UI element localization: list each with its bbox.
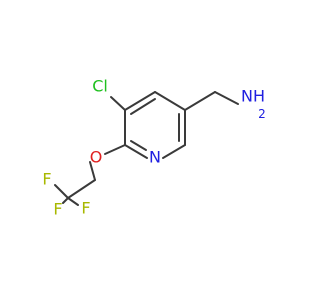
bond-c4-c5	[124, 91, 156, 111]
fluorine-label: F	[81, 199, 90, 218]
bond-ch2-n	[214, 91, 239, 105]
bond-c6-o	[104, 144, 126, 155]
bond-c6-n1	[124, 144, 148, 159]
bond-c3-c4	[154, 91, 186, 111]
amine-subscript-label: 2	[258, 107, 266, 121]
fluorine-label: F	[53, 200, 62, 219]
bond-c6-n1-inner	[130, 140, 147, 151]
molecule-structure: Cl O N NH 2 F F F	[42, 77, 266, 219]
amine-label: NH	[241, 87, 265, 106]
bond-c4-c5-inner	[130, 98, 156, 115]
ring-nitrogen-label: N	[149, 148, 161, 167]
bond-ch2-cf3	[67, 179, 96, 199]
bond-c3-ch2	[184, 91, 216, 111]
fluorine-label: F	[42, 170, 51, 189]
oxygen-label: O	[90, 148, 103, 167]
bond-cf3-f1	[54, 184, 69, 199]
bond-o-ch2	[89, 161, 96, 181]
bond-c5-cl	[110, 96, 126, 111]
bond-n1-c2	[162, 144, 186, 159]
bonds	[54, 91, 239, 206]
bond-cf3-f2	[67, 197, 79, 206]
bond-cf3-f3	[62, 197, 69, 204]
chlorine-label: Cl	[92, 77, 108, 96]
